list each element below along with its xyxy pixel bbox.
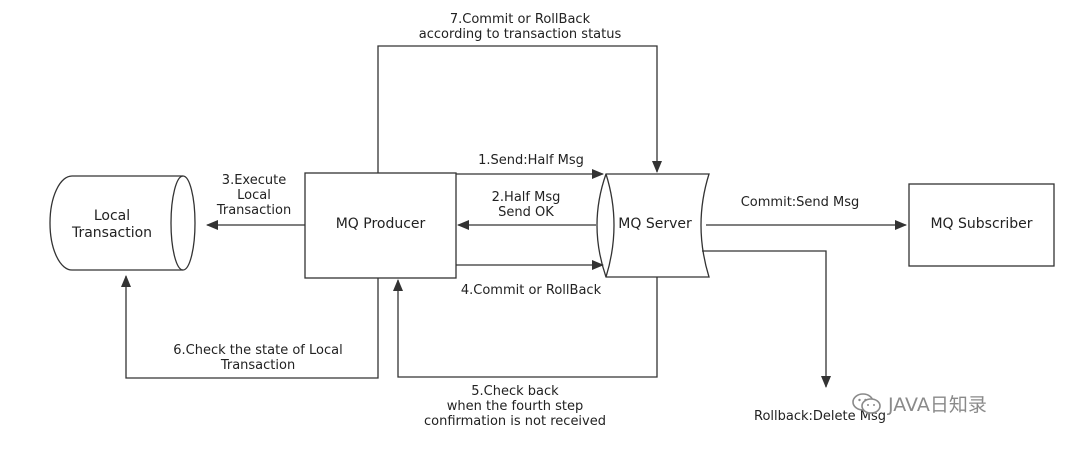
commit-send-label: Commit:Send Msg	[740, 195, 860, 210]
mq-producer-label: MQ Producer	[335, 216, 426, 232]
step1-label: 1.Send:Half Msg	[478, 153, 584, 168]
edge-rollback-delete	[702, 250, 831, 388]
edge-step5	[393, 277, 658, 378]
step6-label: 6.Check the state of Local Transaction	[173, 343, 343, 373]
local-transaction-node	[49, 175, 196, 271]
rollback-delete-label: Rollback:Delete Msg	[754, 409, 886, 424]
edge-step7	[377, 45, 662, 173]
mq-producer-node	[304, 172, 457, 279]
step3-label: 3.Execute Local Transaction	[216, 173, 292, 218]
mq-subscriber-node	[908, 183, 1055, 267]
mq-subscriber-label: MQ Subscriber	[930, 216, 1033, 232]
step7-label: 7.Commit or RollBack according to transa…	[418, 12, 622, 42]
mq-server-label: MQ Server	[618, 216, 692, 232]
step4-label: 4.Commit or RollBack	[460, 283, 602, 298]
step5-label: 5.Check back when the fourth step confir…	[423, 384, 606, 429]
mq-server-node	[596, 173, 710, 278]
watermark: JAVA日知录	[852, 390, 987, 417]
local-transaction-label: Local Transaction	[71, 208, 153, 241]
step2-label: 2.Half Msg Send OK	[491, 190, 561, 220]
edge-step6	[121, 275, 379, 379]
watermark-text: JAVA日知录	[888, 394, 987, 416]
wechat-icon	[852, 392, 881, 414]
